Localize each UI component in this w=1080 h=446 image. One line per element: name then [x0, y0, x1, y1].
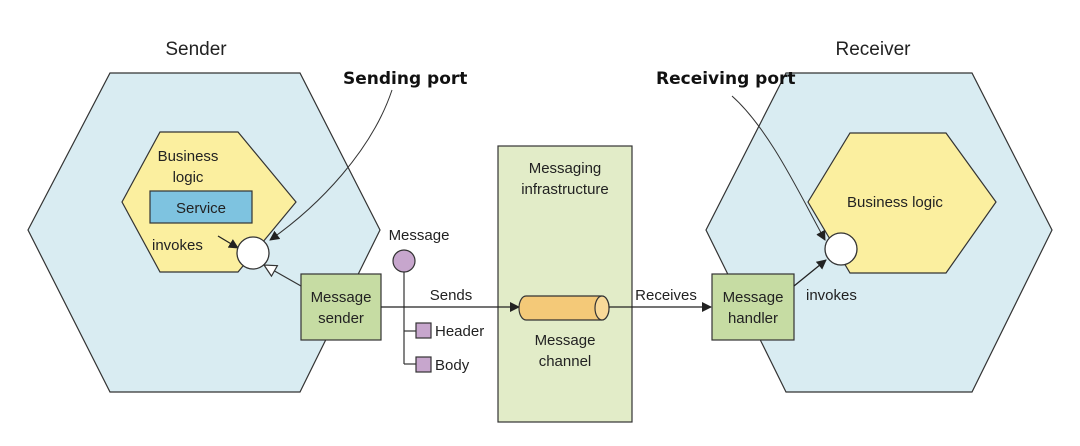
sender-business-logic-line2: logic	[173, 169, 204, 186]
sends-label: Sends	[430, 287, 473, 304]
sender-invokes-arrow	[217, 235, 239, 249]
service-label: Service	[176, 200, 226, 217]
message-channel-line1: Message	[535, 332, 596, 349]
message-handler-line1: Message	[723, 289, 784, 306]
sending-port-circle	[236, 236, 270, 270]
body-label: Body	[435, 357, 470, 374]
service-box	[149, 190, 253, 224]
implements-port-arrow	[264, 265, 302, 287]
receiver-business-logic-label: Business logic	[847, 194, 943, 211]
message-sender-line2: sender	[318, 310, 364, 327]
message-channel-cylinder	[518, 295, 610, 321]
sender-invokes-label: invokes	[152, 237, 203, 254]
message-sender-box	[300, 273, 382, 341]
message-node	[392, 249, 416, 273]
receiver-invokes-arrow	[793, 259, 827, 287]
body-box	[415, 356, 432, 373]
message-sender-line1: Message	[311, 289, 372, 306]
messaging-infrastructure-box	[497, 145, 633, 423]
message-handler-box	[711, 273, 795, 341]
receiving-port-circle	[824, 232, 858, 266]
message-handler-line2: handler	[728, 310, 778, 327]
sender-business-logic-line1: Business	[158, 148, 219, 165]
receives-label: Receives	[635, 287, 697, 304]
receiver-title: Receiver	[836, 39, 912, 60]
header-label: Header	[435, 323, 484, 340]
receiving-port-callout	[731, 95, 826, 241]
infrastructure-title-line1: Messaging	[529, 160, 602, 177]
sender-title: Sender	[165, 39, 227, 60]
header-box	[415, 322, 432, 339]
receiver-business-logic-hexagon	[807, 132, 997, 274]
receiving-port-label: Receiving port	[656, 69, 796, 89]
sending-port-label: Sending port	[343, 69, 467, 89]
message-channel-line2: channel	[539, 353, 592, 370]
message-label: Message	[389, 227, 450, 244]
sending-port-callout	[269, 89, 393, 241]
receiver-invokes-label: invokes	[806, 287, 857, 304]
infrastructure-title-line2: infrastructure	[521, 181, 609, 198]
